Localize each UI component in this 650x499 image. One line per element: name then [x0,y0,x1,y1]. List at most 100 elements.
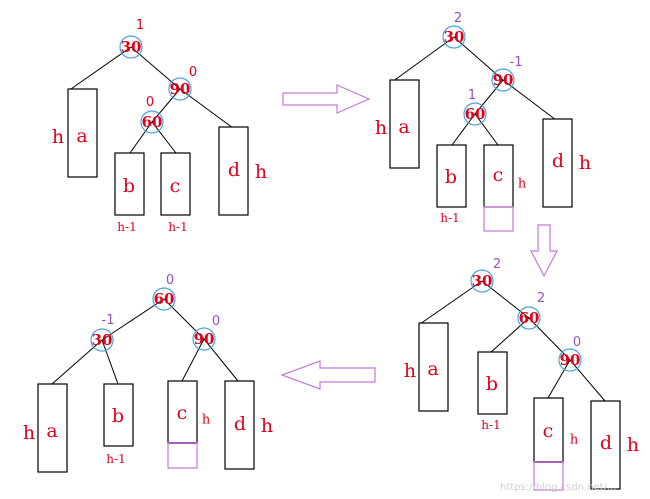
node-60 [463,102,487,126]
edge [419,280,483,325]
edge [528,317,571,361]
subtree-b [436,144,467,208]
balance-factor-60: 0 [146,95,154,110]
subtree-d-label: d [228,159,240,181]
node-60-label: 60 [142,113,163,131]
node-60-label: 60 [519,309,540,327]
arrow-left-icon [280,360,376,390]
height-c: h-1 [168,220,187,234]
edge [163,298,205,340]
subtree-b [114,152,145,216]
subtree-c [533,397,564,463]
edge [489,317,530,354]
edge [203,338,239,382]
subtree-a-label: a [46,420,57,442]
node-30 [90,328,114,352]
subtree-d [542,118,573,208]
height-a: h [52,126,64,148]
subtree-d [224,380,255,470]
subtree-a [389,79,420,169]
edge [101,298,165,341]
height-a: h [404,360,416,382]
subtree-c-label: c [493,164,504,186]
edge [129,121,153,154]
balance-factor-90: 0 [212,314,220,329]
height-d: h [261,415,273,437]
height-b: h-1 [106,452,125,466]
subtree-a-label: a [76,125,87,147]
edge [181,338,205,382]
subtree-c-extra-level [483,206,514,232]
edge [151,121,177,154]
subtree-c-extra-level [533,461,564,491]
height-d: h [579,152,591,174]
node-30-label: 30 [121,38,142,56]
node-30 [119,35,143,59]
height-b: h-1 [440,211,459,225]
arrow-down-icon [530,224,558,278]
edge [474,79,504,115]
height-c: h [570,433,579,448]
subtree-d-label: d [552,150,564,172]
node-90-label: 90 [170,80,191,98]
subtree-a-label: a [427,358,438,380]
node-90 [192,327,216,351]
subtree-a [418,322,449,412]
subtree-b-label: b [445,166,457,188]
node-30 [442,25,466,49]
node-90-label: 90 [493,71,514,89]
subtree-a [37,383,68,473]
subtree-a-label: a [398,116,409,138]
height-c: h [202,413,211,428]
node-60 [517,306,541,330]
diagram-2: 30 90 60 2 -1 1 a b c d h h h-1 h [375,11,591,232]
watermark: https://blog.csdn.net/... [500,482,617,493]
edge [391,36,455,83]
node-60-label: 60 [154,290,175,308]
edge [101,339,119,385]
subtree-b-label: b [486,373,498,395]
subtree-b-label: b [123,175,135,197]
diagram-1: 30 90 60 1 0 0 a b c d h h h-1 h-1 [52,18,267,234]
height-d: h [255,161,267,183]
arrow-right-icon [282,84,371,114]
subtree-d-label: d [600,432,612,454]
balance-factor-90: -1 [510,55,523,70]
edge [451,113,476,146]
balance-factor-60: 1 [468,88,476,103]
balance-factor-30: 1 [136,18,144,33]
subtree-b [103,383,134,447]
edge [547,359,571,399]
balance-factor-90: 0 [189,65,197,80]
balance-factor-60: 0 [166,273,174,288]
balance-factor-60: 2 [537,291,545,306]
subtree-c-label: c [170,175,181,197]
edge [67,46,132,92]
balance-factor-30: 2 [454,11,462,26]
height-b: h-1 [117,220,136,234]
subtree-d [590,400,621,490]
subtree-c [483,144,514,208]
edge [481,280,530,319]
node-60 [152,287,176,311]
subtree-b [477,351,508,415]
node-30 [470,269,494,293]
node-90 [491,68,515,92]
height-c: h [518,177,527,192]
node-30-label: 30 [444,28,465,46]
node-90-label: 90 [560,351,581,369]
height-a: h [23,422,35,444]
balance-factor-90: 0 [573,335,581,350]
edge [151,88,181,123]
node-60-label: 60 [465,105,486,123]
node-90-label: 90 [194,330,215,348]
subtree-c [160,152,191,216]
edge [474,113,499,146]
diagram-4: 60 30 90 0 -1 0 a b c d h h-1 h h [23,273,273,473]
node-30-label: 30 [92,331,113,349]
balance-factor-30: 2 [493,257,501,272]
height-d: h [627,434,639,456]
diagram-3: 30 60 90 2 2 0 a b c d h h-1 h h [404,257,639,491]
subtree-c-extra-level [167,442,198,469]
